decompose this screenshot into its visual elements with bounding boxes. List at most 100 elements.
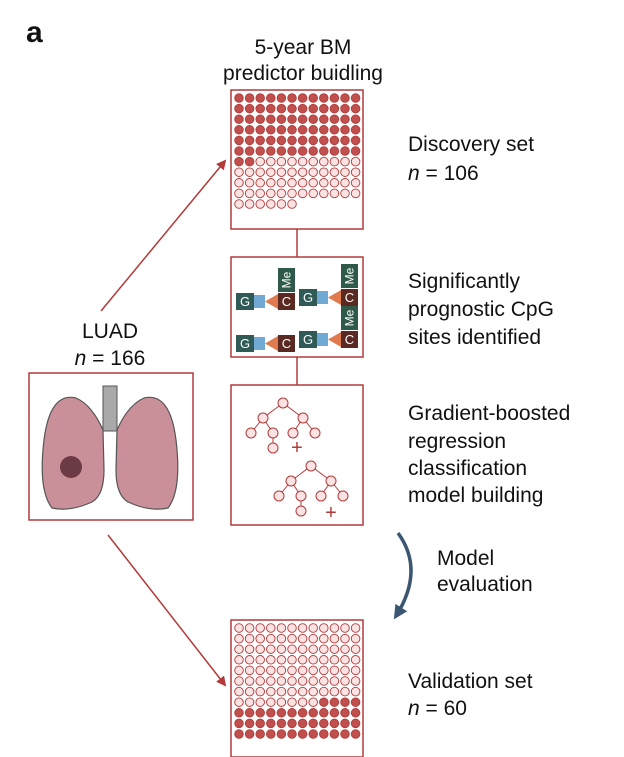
filled-dot	[308, 718, 318, 729]
empty-dot	[297, 178, 308, 188]
empty-dot	[266, 686, 276, 697]
filled-dot	[287, 103, 297, 114]
g-letter: G	[303, 332, 313, 347]
filled-dot	[350, 729, 361, 739]
empty-dot	[244, 188, 255, 199]
empty-dot	[276, 633, 287, 644]
empty-dot	[340, 665, 350, 676]
filled-dot	[266, 729, 276, 739]
empty-dot	[340, 178, 350, 188]
empty-dot	[287, 697, 297, 707]
tree-node	[287, 427, 299, 439]
blue-link	[254, 295, 265, 308]
me-letter: Me	[343, 309, 357, 326]
empty-dot	[350, 686, 361, 697]
empty-dot	[340, 156, 350, 167]
panel-label: a	[26, 16, 43, 49]
empty-dot	[266, 188, 276, 199]
filled-dot	[234, 729, 244, 739]
filled-dot	[255, 114, 265, 124]
empty-dot	[297, 655, 308, 665]
filled-dot	[319, 718, 329, 729]
empty-dot	[308, 623, 318, 633]
empty-dot	[276, 644, 287, 654]
filled-dot	[297, 135, 308, 146]
c-box	[341, 289, 358, 306]
luad-n: n = 166	[60, 345, 160, 373]
filled-dot	[329, 729, 340, 739]
empty-dot	[287, 199, 297, 209]
empty-dot	[234, 199, 244, 209]
tree-node	[325, 475, 337, 487]
empty-dot	[329, 188, 340, 199]
filled-dot	[244, 156, 255, 167]
filled-dot	[276, 114, 287, 124]
empty-dot	[234, 655, 244, 665]
filled-dot	[308, 135, 318, 146]
gbr-line-2: regression	[408, 430, 507, 453]
filled-dot	[244, 708, 255, 718]
filled-dot	[340, 729, 350, 739]
empty-dot	[308, 167, 318, 177]
filled-dot	[308, 146, 318, 156]
filled-dot	[297, 729, 308, 739]
empty-dot	[276, 655, 287, 665]
validation-n: n = 60	[408, 697, 467, 720]
filled-dot	[287, 93, 297, 103]
empty-dot	[329, 623, 340, 633]
filled-dot	[276, 93, 287, 103]
g-box	[236, 335, 254, 352]
empty-dot	[276, 686, 287, 697]
filled-dot	[350, 697, 361, 707]
tree-node	[257, 412, 269, 424]
discovery-dots	[234, 93, 361, 209]
empty-dot	[255, 178, 265, 188]
filled-dot	[255, 718, 265, 729]
empty-dot	[244, 676, 255, 686]
discovery-label: Discovery set	[408, 133, 535, 156]
filled-dot	[234, 125, 244, 135]
empty-dot	[340, 686, 350, 697]
filled-dot	[244, 135, 255, 146]
empty-dot	[234, 167, 244, 177]
empty-dot	[319, 156, 329, 167]
empty-dot	[297, 623, 308, 633]
title-line-2: predictor buidling	[223, 62, 383, 85]
filled-dot	[340, 708, 350, 718]
filled-dot	[319, 103, 329, 114]
blue-link	[317, 333, 328, 346]
evaluation-arrow	[393, 531, 413, 620]
empty-dot	[266, 665, 276, 676]
filled-dot	[297, 708, 308, 718]
filled-dot	[319, 729, 329, 739]
empty-dot	[329, 676, 340, 686]
gbr-line-4: model building	[408, 484, 544, 507]
filled-dot	[234, 114, 244, 124]
empty-dot	[287, 633, 297, 644]
empty-dot	[255, 167, 265, 177]
lung-icon	[41, 385, 179, 510]
filled-dot	[340, 146, 350, 156]
empty-dot	[287, 188, 297, 199]
empty-dot	[234, 633, 244, 644]
empty-dot	[266, 633, 276, 644]
empty-dot	[297, 644, 308, 654]
filled-dot	[308, 93, 318, 103]
filled-dot	[329, 114, 340, 124]
me-letter: Me	[343, 267, 357, 284]
empty-dot	[329, 665, 340, 676]
filled-dot	[297, 146, 308, 156]
empty-dot	[287, 156, 297, 167]
empty-dot	[266, 676, 276, 686]
empty-dot	[319, 686, 329, 697]
me-box	[278, 268, 295, 292]
tree-node	[267, 442, 279, 454]
empty-dot	[308, 686, 318, 697]
empty-dot	[255, 156, 265, 167]
empty-dot	[308, 633, 318, 644]
empty-dot	[329, 178, 340, 188]
empty-dot	[244, 697, 255, 707]
empty-dot	[340, 167, 350, 177]
c-box	[278, 335, 295, 352]
filled-dot	[319, 697, 329, 707]
